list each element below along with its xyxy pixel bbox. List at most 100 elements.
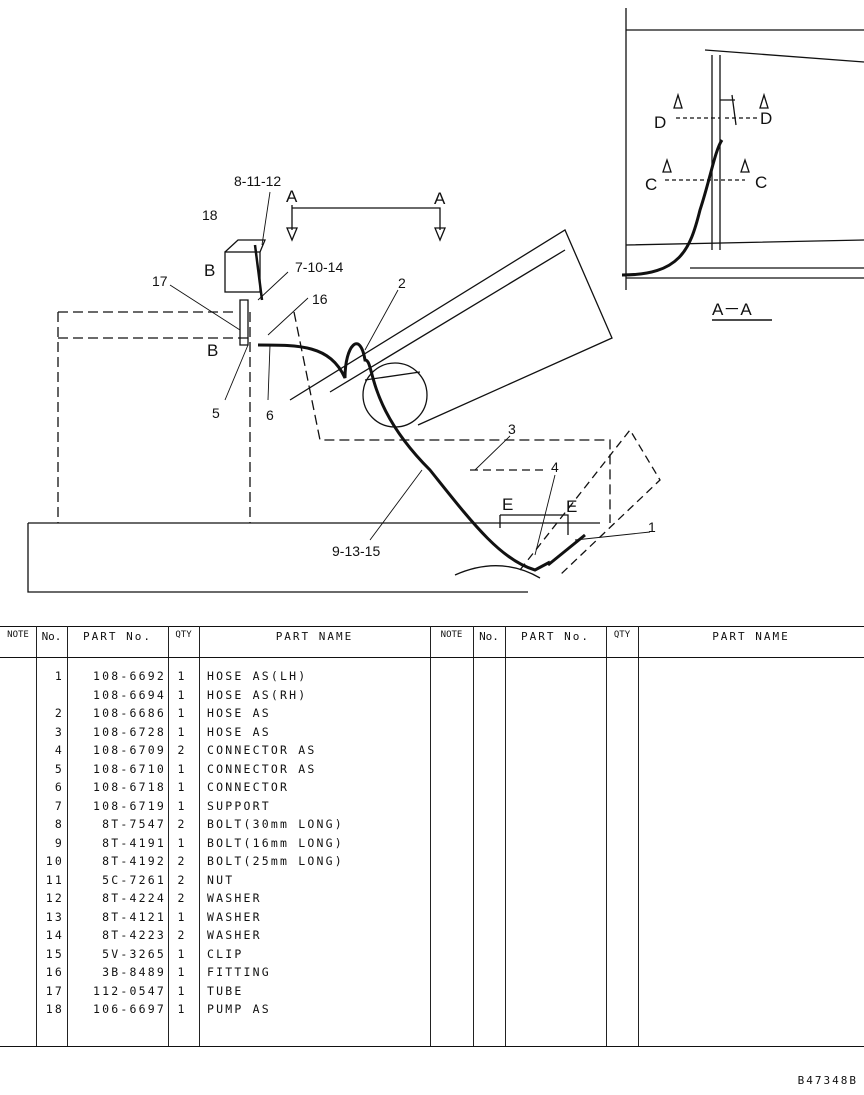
pump-box (224, 251, 261, 293)
callout-5: 5 (212, 405, 220, 421)
part-name: CONNECTOR AS (207, 743, 317, 757)
part-name: BOLT(25mm LONG) (207, 854, 344, 868)
header-rule (0, 657, 864, 658)
header-no: No. (41, 630, 62, 643)
item-number: 3 (54, 724, 64, 739)
part-number: 108-6718 (93, 780, 166, 794)
header-no-2: No. (479, 630, 499, 643)
callout-17: 17 (152, 273, 168, 289)
item-number: 17 (45, 983, 64, 998)
part-number: 112-0547 (93, 983, 166, 998)
quantity: 1 (177, 1002, 187, 1016)
header-part-no-2: PART No. (521, 630, 590, 643)
item-number: 10 (45, 854, 64, 868)
quantity: 1 (177, 965, 187, 979)
lift-arm (470, 428, 661, 576)
item-number: 11 (45, 872, 64, 887)
part-number: 8T-4223 (102, 928, 166, 942)
part-number: 108-6692 (93, 669, 166, 683)
part-name: PUMP AS (207, 1002, 271, 1016)
quantity: 1 (177, 983, 187, 998)
callout-4: 4 (551, 459, 559, 475)
section-marker-e-right: E (566, 497, 577, 516)
section-view-label: A－A (712, 300, 752, 319)
part-number: 108-6719 (93, 798, 166, 813)
callout-6: 6 (266, 407, 274, 423)
table-bottom-rule (0, 1046, 864, 1047)
frame-rail (27, 522, 600, 593)
parts-list-table: NOTE No. PART No. QTY PART NAME NOTE No.… (0, 626, 864, 1046)
part-number: 8T-4121 (102, 909, 166, 924)
part-name: CONNECTOR (207, 780, 290, 794)
section-marker-d-left: D (654, 113, 666, 132)
part-number: 8T-7547 (102, 817, 166, 831)
section-marker-d-right: D (760, 109, 772, 128)
item-number: 5 (54, 761, 64, 776)
item-number: 12 (45, 891, 64, 905)
part-name: FITTING (207, 965, 271, 979)
quantity: 2 (177, 872, 187, 887)
part-name: HOSE AS(RH) (207, 687, 308, 702)
cab-outline (57, 311, 611, 523)
part-name: BOLT(30mm LONG) (207, 817, 344, 831)
part-name: CONNECTOR AS (207, 761, 317, 776)
item-number: 9 (54, 835, 64, 850)
callout-3: 3 (508, 421, 516, 437)
header-part-no: PART No. (83, 630, 152, 643)
quantity: 2 (177, 891, 187, 905)
table-row: 15 5V-3265 1 CLIP (0, 947, 864, 965)
quantity: 1 (177, 946, 187, 961)
callout-2: 2 (398, 275, 406, 291)
quantity: 1 (177, 669, 187, 683)
part-name: CLIP (207, 946, 244, 961)
table-top-rule (0, 626, 864, 627)
part-name: WASHER (207, 928, 262, 942)
section-marker-c-right: C (755, 173, 767, 192)
section-marker-a-left: A (286, 187, 298, 206)
part-name: HOSE AS (207, 706, 271, 720)
quantity: 1 (177, 724, 187, 739)
part-number: 8T-4224 (102, 891, 166, 905)
section-marker-a-right: A (434, 189, 446, 208)
header-part-name-2: PART NAME (712, 630, 790, 643)
part-number: 108-6728 (93, 724, 166, 739)
quantity: 2 (177, 817, 187, 831)
part-number: 5C-7261 (102, 872, 166, 887)
item-number: 7 (54, 798, 64, 813)
quantity: 2 (177, 928, 187, 942)
quantity: 1 (177, 835, 187, 850)
item-number: 6 (54, 780, 64, 794)
callout-1: 1 (648, 519, 656, 535)
part-name: BOLT(16mm LONG) (207, 835, 344, 850)
hose-line (257, 342, 551, 572)
section-marker-b-bottom: B (207, 341, 218, 360)
part-number: 8T-4192 (102, 854, 166, 868)
section-view-a-a (625, 8, 864, 290)
part-number: 108-6710 (93, 761, 166, 776)
callout-9-13-15: 9-13-15 (332, 543, 380, 559)
callout-16: 16 (312, 291, 328, 307)
header-note: NOTE (7, 630, 29, 640)
quantity: 1 (177, 706, 187, 720)
header-part-name: PART NAME (275, 630, 354, 643)
callout-18: 18 (202, 207, 218, 223)
drawing-number: B47348B (797, 1074, 858, 1087)
part-number: 5V-3265 (102, 946, 166, 961)
part-number: 108-6709 (93, 743, 166, 757)
item-number: 16 (45, 965, 64, 979)
item-number: 15 (45, 946, 64, 961)
